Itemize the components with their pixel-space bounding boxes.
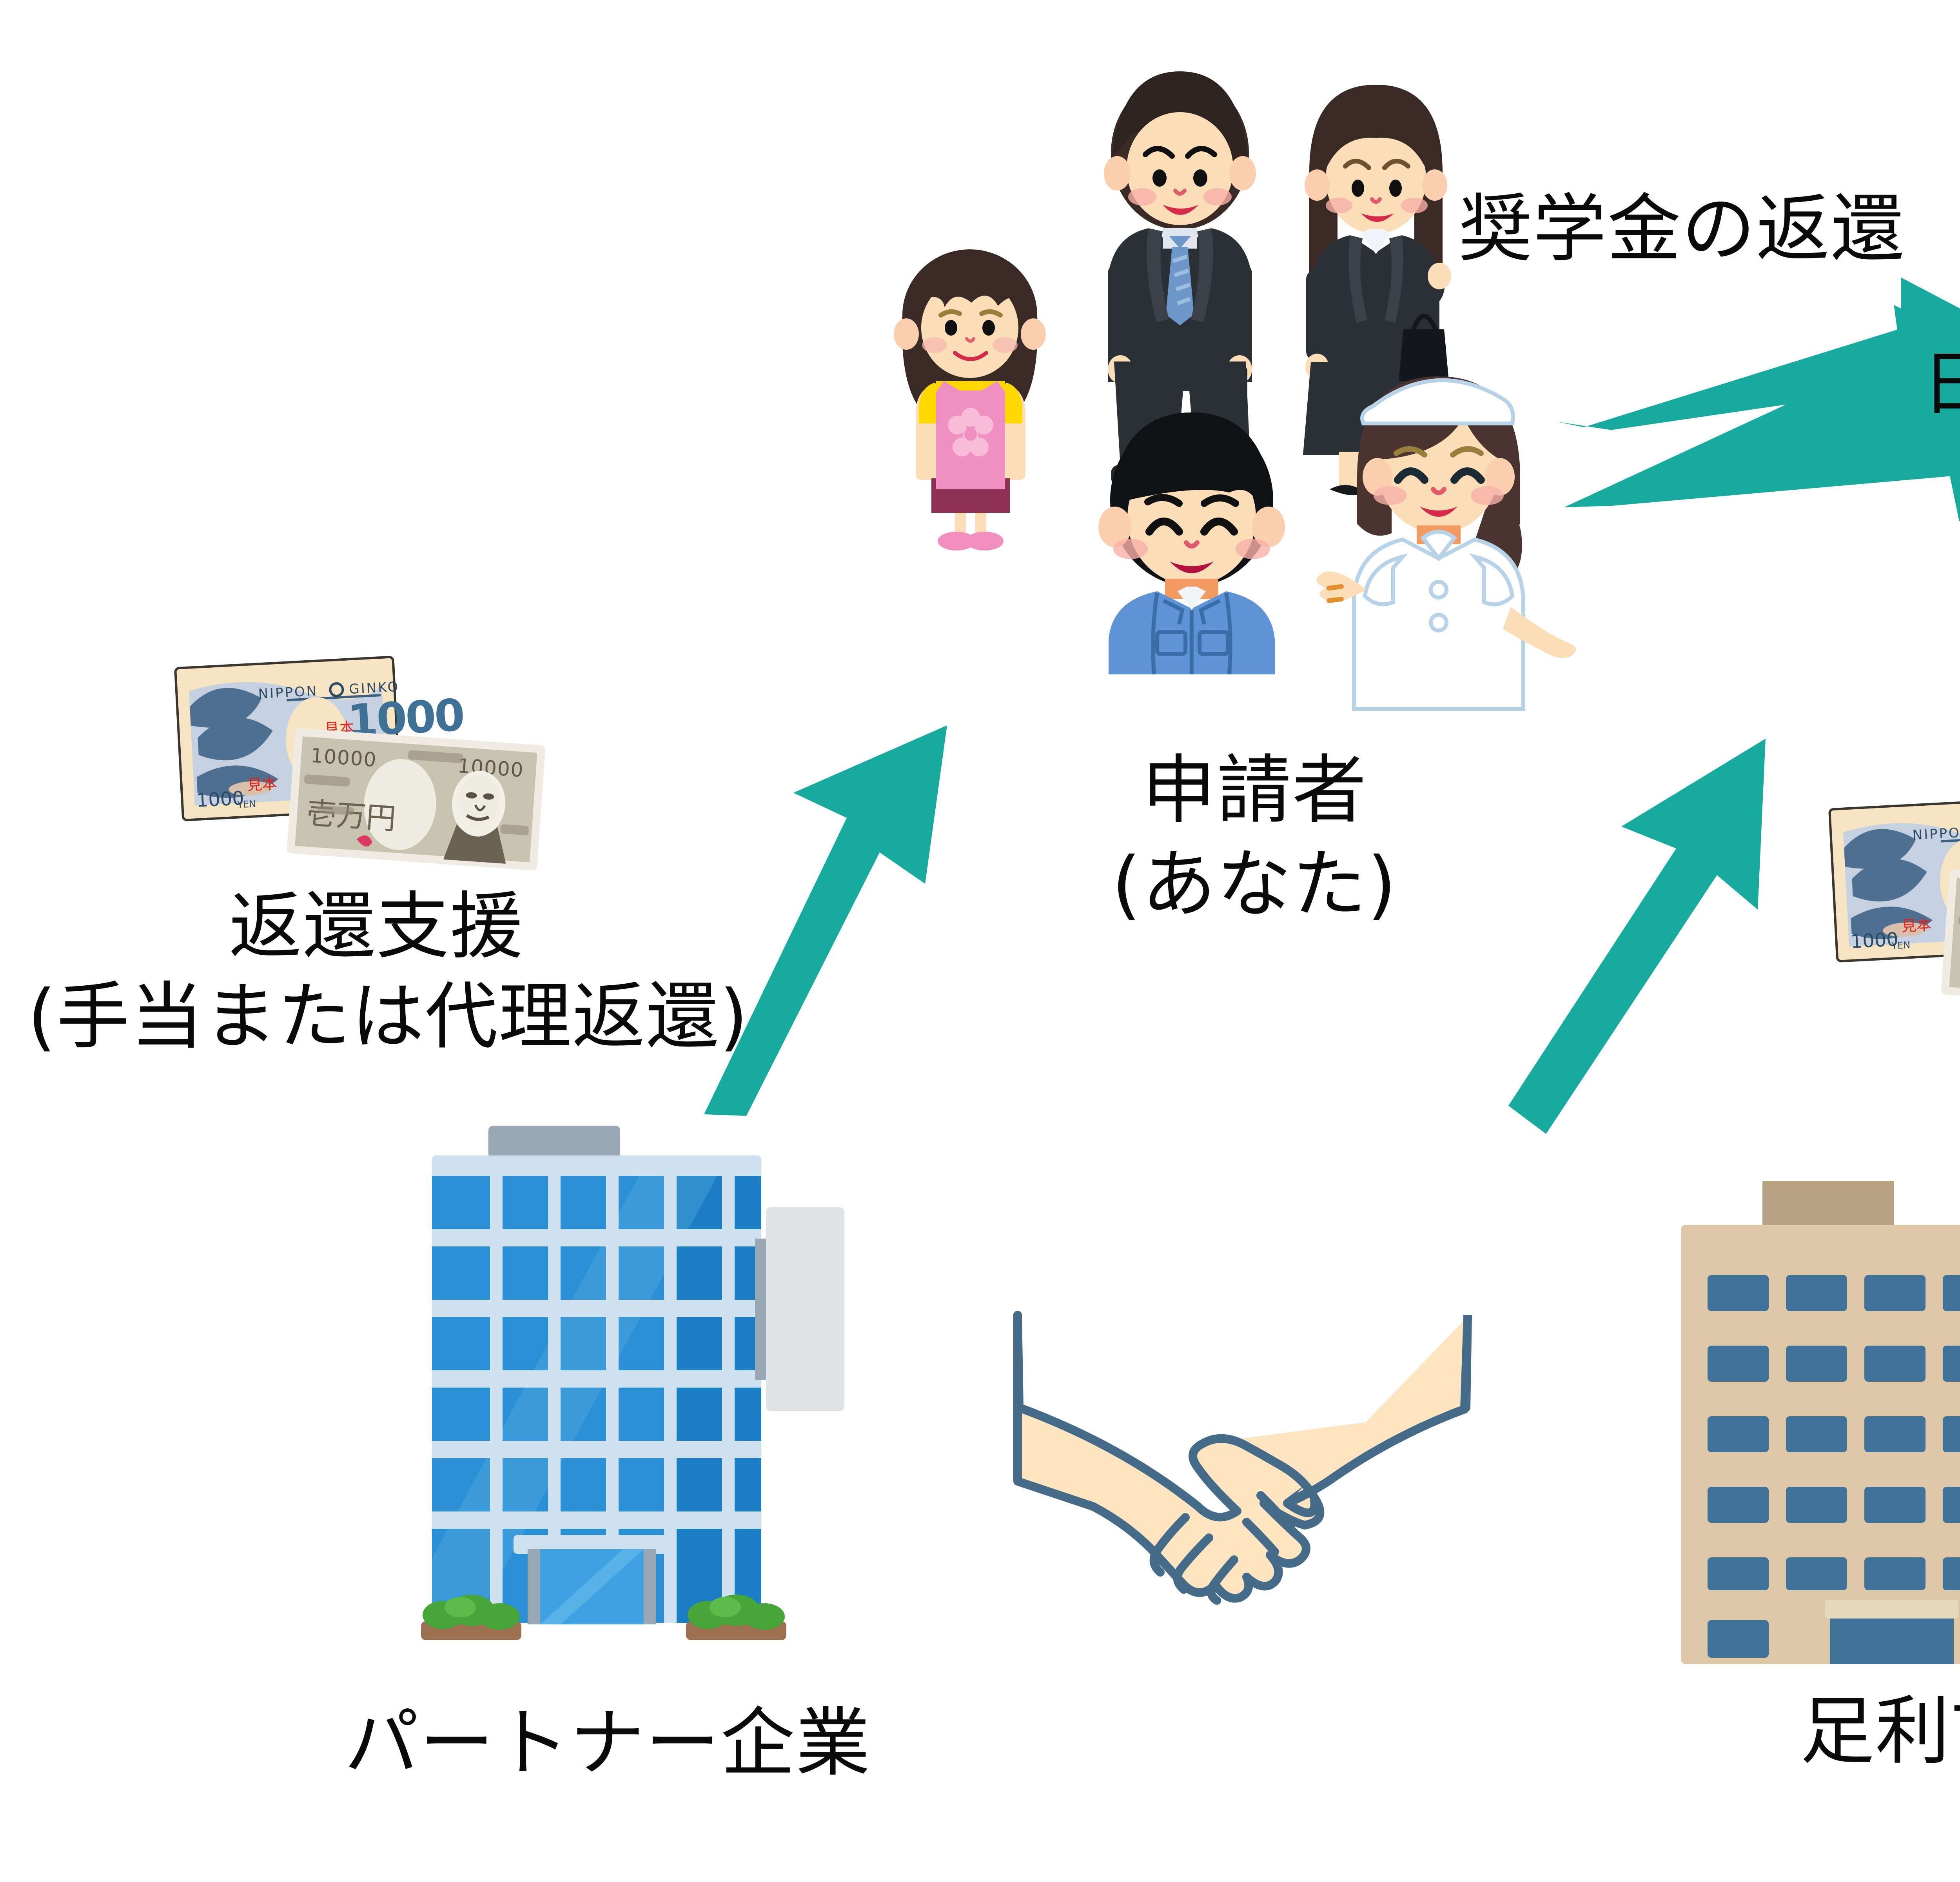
node-label-jasso-line1: 日本学生支援機構 [1922, 343, 1960, 425]
flow-label-repayment: 奨学金の返還 [1458, 186, 1905, 272]
person-apron-icon [894, 249, 1046, 550]
svg-text:1000: 1000 [196, 787, 245, 812]
svg-text:NIPPON: NIPPON [1912, 824, 1960, 843]
svg-text:見本: 見本 [247, 775, 278, 794]
banknotes-icon-right: NIPPON GINKO 1000 見本 見本 1000 YEN 10000 1… [1828, 797, 1960, 1012]
svg-text:10000: 10000 [310, 744, 378, 772]
person-suit-icon [1104, 71, 1256, 485]
node-label-applicant-line1: 申請者 [1142, 747, 1367, 834]
person-nurse-icon [1316, 376, 1576, 711]
office-building-icon [421, 1126, 844, 1640]
city-hall-building-icon [1681, 1181, 1960, 1664]
handshake-icon [1013, 1311, 1472, 1605]
banknotes-icon-left: NIPPON GINKO 1000 見本 見本 1000 YEN 10000 1… [174, 656, 546, 870]
node-label-partner-company: パートナー企業 [344, 1700, 871, 1786]
node-label-applicant-line2: (あなた) [1112, 841, 1397, 928]
flow-label-subsidy: 補助金 [1893, 1019, 1960, 1108]
svg-text:壱万円: 壱万円 [305, 795, 397, 836]
arrow-support-from-company [704, 725, 947, 1116]
node-label-city: 足利市 [1800, 1688, 1960, 1775]
svg-text:YEN: YEN [237, 798, 256, 810]
svg-text:見本: 見本 [1901, 916, 1932, 935]
flow-label-support-line1: 返還支援 [229, 884, 524, 969]
arrow-repayment-to-jasso [1556, 277, 1960, 433]
svg-text:NIPPON: NIPPON [258, 683, 319, 702]
person-worker-icon [1098, 412, 1285, 675]
svg-text:1000: 1000 [1850, 928, 1899, 953]
arrow-subsidy-from-city [1508, 739, 1766, 1134]
svg-text:YEN: YEN [1891, 939, 1911, 952]
applicant-people-group [862, 55, 1607, 711]
node-label-jasso-line2: など [1913, 429, 1960, 516]
svg-text:GINKO: GINKO [348, 679, 400, 698]
arrow-repayment-to-jasso-shape [1564, 305, 1960, 521]
flow-label-support-line2: (手当または代理返還) [27, 974, 749, 1059]
company-sign-panel [766, 1207, 844, 1411]
